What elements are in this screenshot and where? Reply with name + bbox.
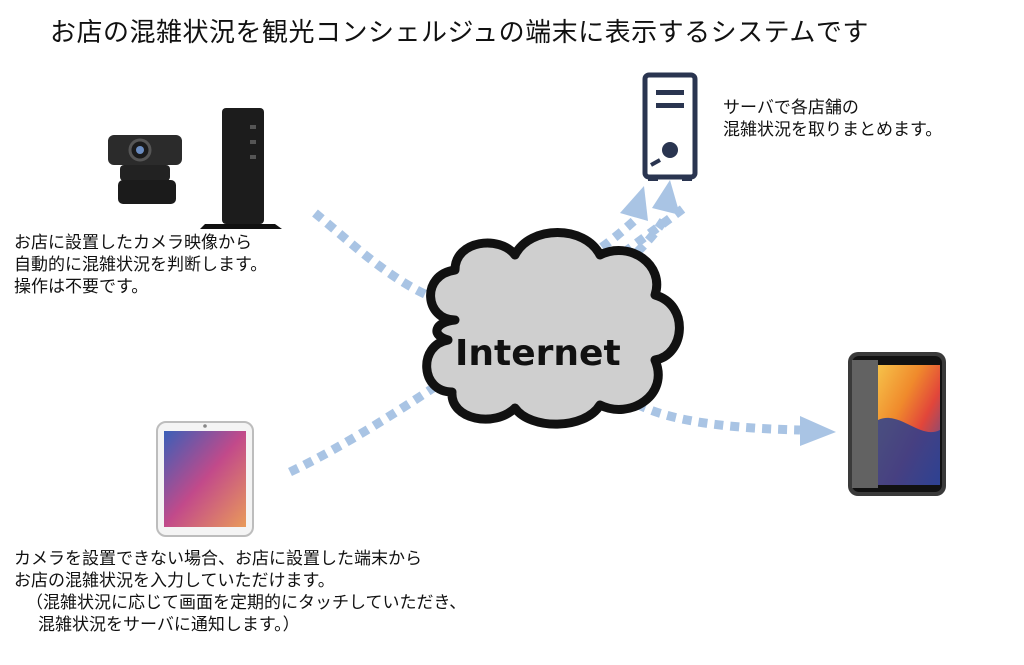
tablet-caption-line-4: 混雑状況をサーバに通知します。） xyxy=(38,615,300,635)
tablet-caption-line-3: （混雑状況に応じて画面を定期的にタッチしていただき、 xyxy=(26,593,467,613)
page-title: お店の混雑状況を観光コンシェルジュの端末に表示するシステムです xyxy=(50,18,869,48)
arrow-heads xyxy=(620,180,836,446)
tablet-caption-line-1: カメラを設置できない場合、お店に設置した端末から xyxy=(14,549,422,569)
camera-caption-line-1: お店に設置したカメラ映像から xyxy=(14,233,252,253)
tablet-caption: カメラを設置できない場合、お店に設置した端末から お店の混雑状況を入力していただ… xyxy=(14,548,466,636)
arrowhead-ipad xyxy=(800,416,836,446)
tablet-caption-line-2: お店の混雑状況を入力していただけます。 xyxy=(14,571,335,591)
tablet-icon xyxy=(848,352,946,496)
internet-label: Internet xyxy=(455,333,621,374)
camera-caption-line-2: 自動的に混雑状況を判断します。 xyxy=(14,255,268,275)
server-caption-line-2: 混雑状況を取りまとめます。 xyxy=(723,120,943,140)
server-icon xyxy=(642,72,698,181)
webcam-icon xyxy=(108,135,182,204)
mini-pc-icon xyxy=(200,108,282,229)
server-caption-line-1: サーバで各店舗の xyxy=(723,98,859,118)
cloud-icon xyxy=(422,228,684,429)
server-caption: サーバで各店舗の 混雑状況を取りまとめます。 xyxy=(723,97,942,141)
smartphone-icon xyxy=(156,421,254,537)
arrowhead-server-a xyxy=(620,186,648,221)
camera-caption: お店に設置したカメラ映像から 自動的に混雑状況を判断します。 操作は不要です。 xyxy=(14,232,267,298)
camera-caption-line-3: 操作は不要です。 xyxy=(14,277,149,297)
arrowhead-server-b xyxy=(652,180,680,215)
